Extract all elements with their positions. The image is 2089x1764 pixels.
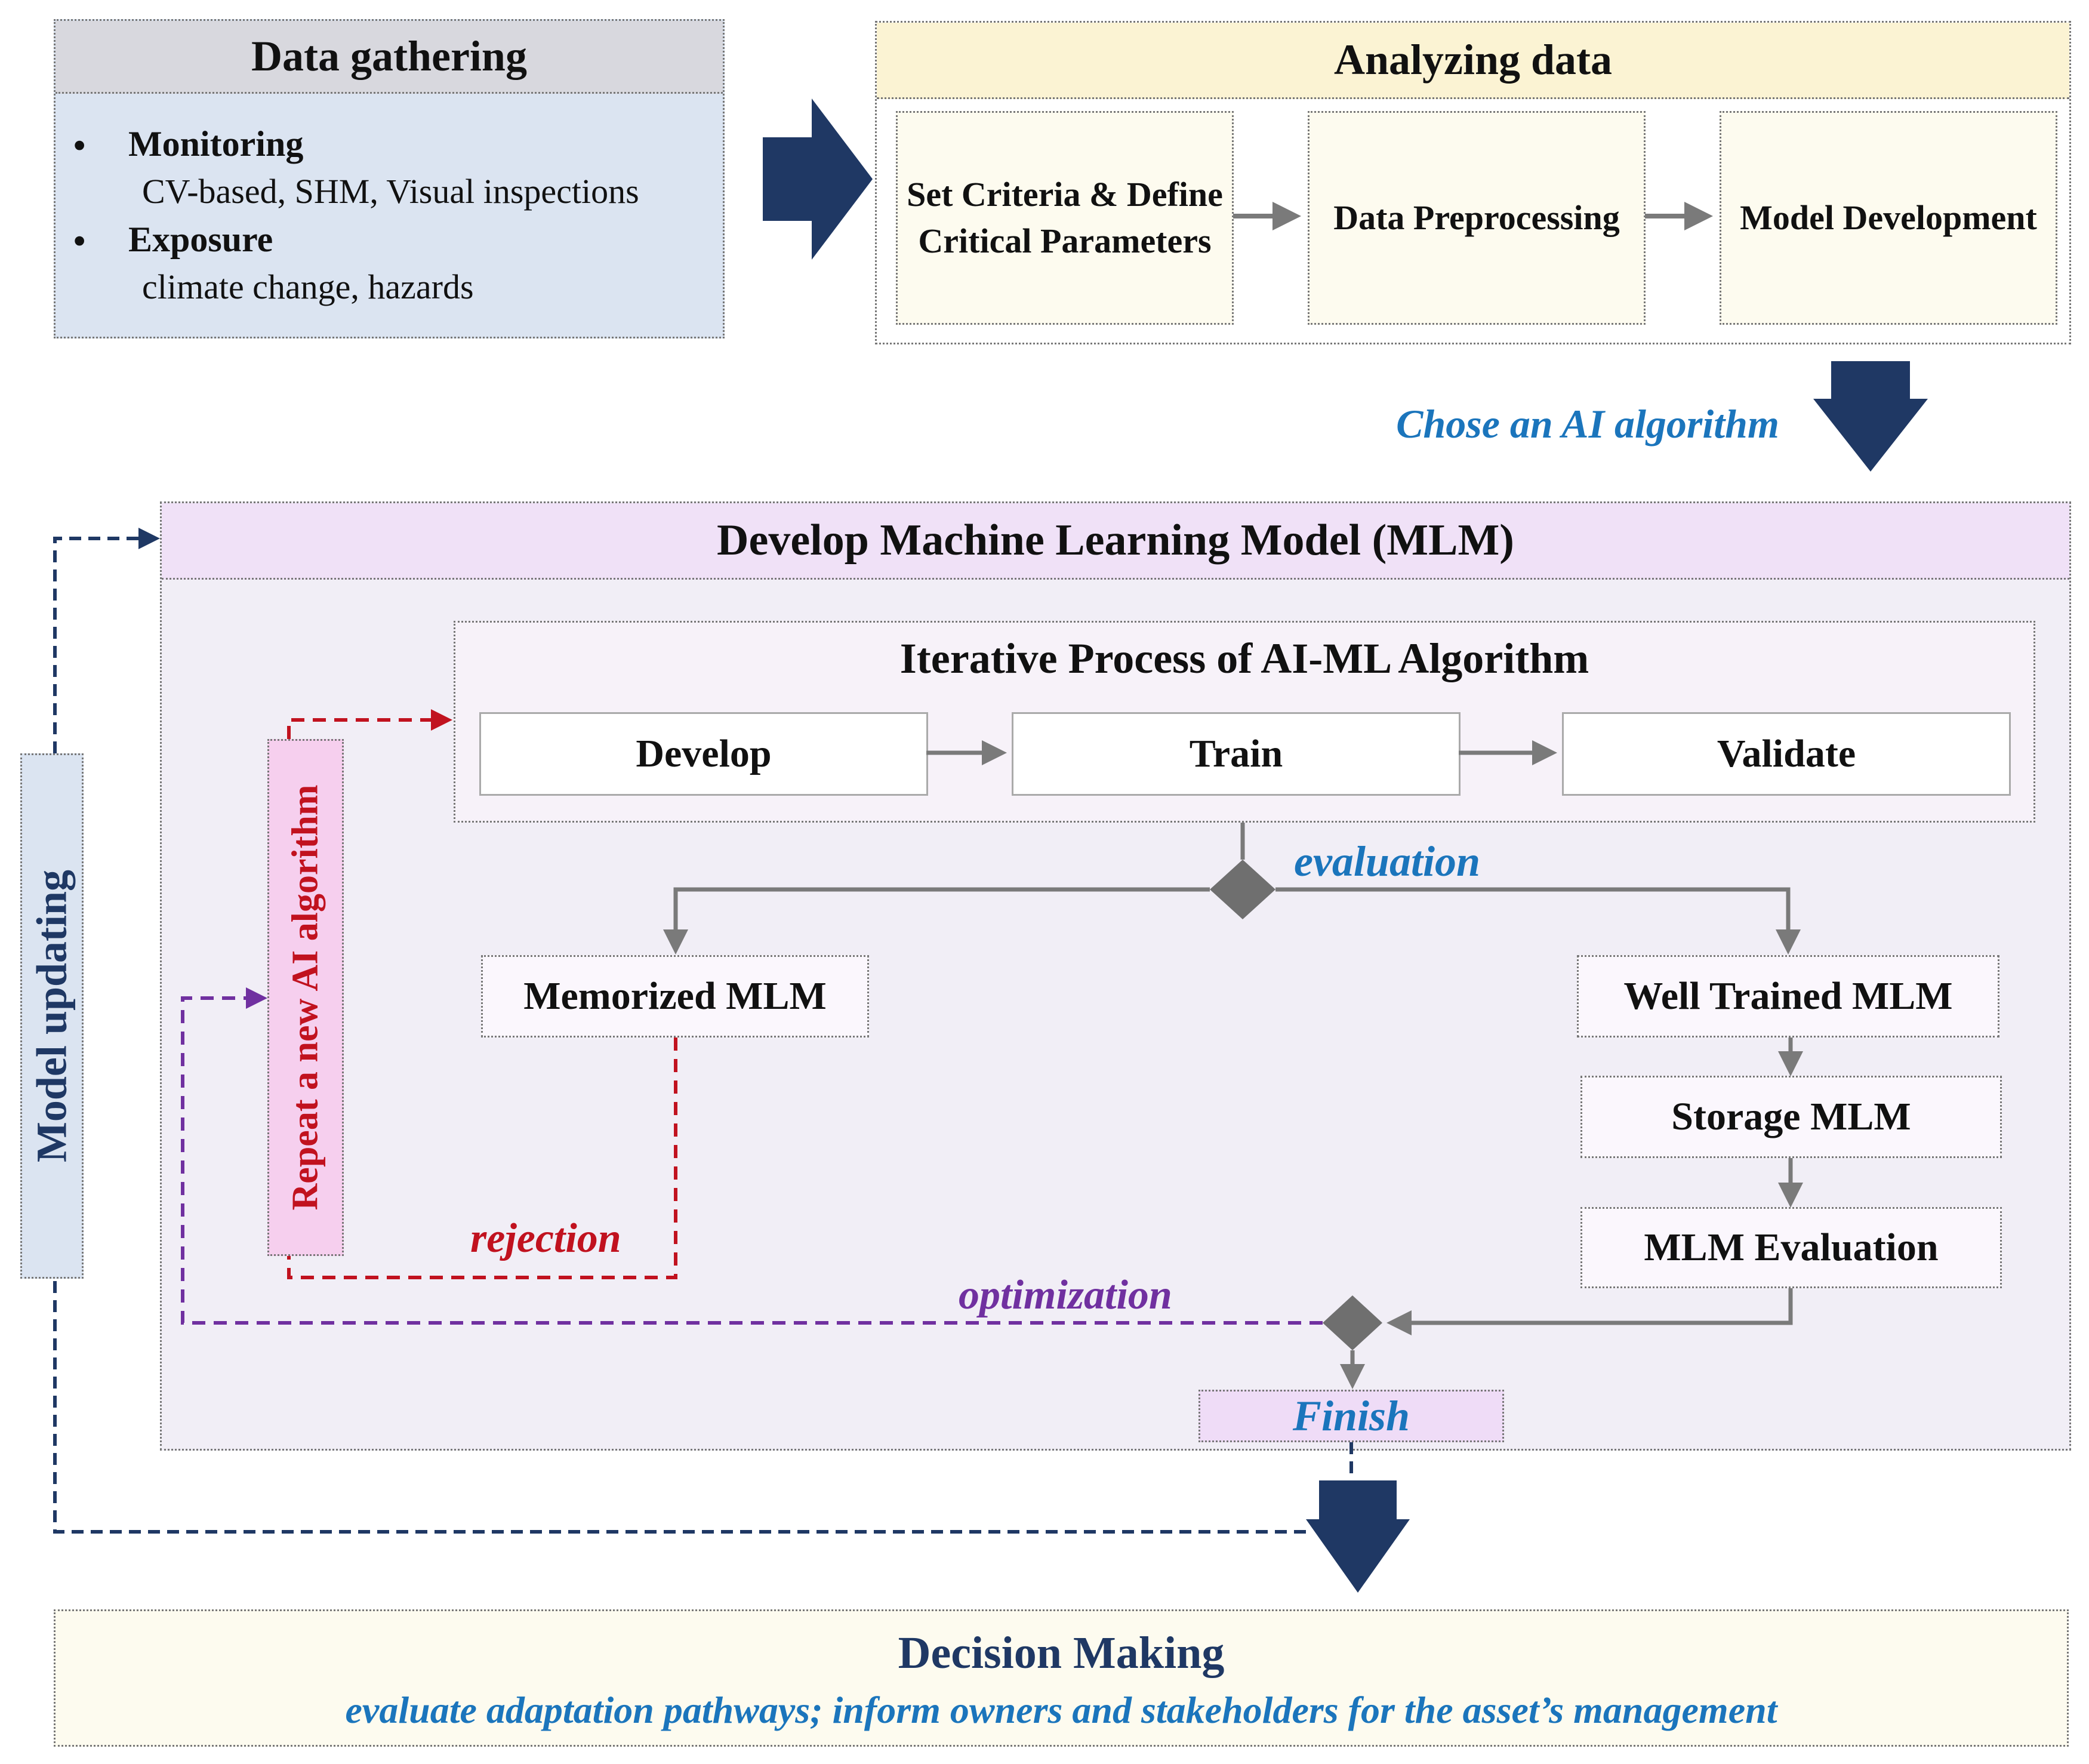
optimization-label: optimization bbox=[959, 1272, 1172, 1318]
model-updating-box: Model updating bbox=[20, 753, 84, 1279]
iterative-process-title: Iterative Process of AI-ML Algorithm bbox=[899, 634, 1589, 682]
evaluation-diamond bbox=[1210, 860, 1275, 919]
storage-mlm-box: Storage MLM bbox=[1580, 1076, 2002, 1158]
arrow-eval-to-diamond bbox=[1386, 1288, 1793, 1335]
memorized-mlm-box: Memorized MLM bbox=[481, 955, 869, 1038]
iterative-process-box: Iterative Process of AI-ML Algorithm Dev… bbox=[454, 621, 2035, 823]
develop-mlm-title: Develop Machine Learning Model (MLM) bbox=[162, 503, 2069, 580]
rejection-connector bbox=[287, 1038, 677, 1279]
choose-algorithm-label: Chose an AI algorithm bbox=[1396, 401, 1779, 447]
monitoring-label: Monitoring bbox=[128, 124, 304, 164]
finish-box: Finish bbox=[1198, 1390, 1504, 1442]
decision-making-box: Decision Making evaluate adaptation path… bbox=[54, 1609, 2069, 1747]
monitoring-detail: CV-based, SHM, Visual inspections bbox=[142, 172, 639, 211]
model-development-box: Model Development bbox=[1720, 111, 2057, 325]
arrow-to-well-trained bbox=[1275, 887, 1801, 955]
evaluation-label: evaluation bbox=[1294, 838, 1481, 885]
exposure-label: Exposure bbox=[128, 220, 273, 259]
repeat-algorithm-box: Repeat a new AI algorithm bbox=[267, 739, 344, 1256]
develop-step: Develop bbox=[479, 712, 928, 796]
data-preprocessing-box: Data Preprocessing bbox=[1308, 111, 1646, 325]
set-criteria-box: Set Criteria & Define Critical Parameter… bbox=[896, 111, 1234, 325]
rejection-label: rejection bbox=[470, 1215, 621, 1261]
block-arrow-down-decision bbox=[1306, 1480, 1410, 1593]
validate-step: Validate bbox=[1562, 712, 2011, 796]
data-gathering-box: Data gathering • Monitoring CV-based, SH… bbox=[54, 19, 725, 338]
block-arrow-down bbox=[1813, 361, 1928, 472]
arrow-to-memorized bbox=[663, 887, 1210, 955]
decision-making-subtitle: evaluate adaptation pathways; inform own… bbox=[345, 1689, 1777, 1731]
optimization-diamond bbox=[1323, 1295, 1382, 1350]
mlm-evaluation-box: MLM Evaluation bbox=[1580, 1207, 2002, 1288]
train-step: Train bbox=[1012, 712, 1461, 796]
exposure-detail: climate change, hazards bbox=[142, 267, 474, 306]
bullet-marker: • bbox=[73, 126, 86, 165]
analyzing-data-title: Analyzing data bbox=[877, 23, 2069, 99]
decision-making-title: Decision Making bbox=[898, 1627, 1225, 1678]
bullet-marker: • bbox=[73, 221, 86, 260]
data-gathering-title: Data gathering bbox=[56, 21, 723, 94]
well-trained-mlm-box: Well Trained MLM bbox=[1577, 955, 1999, 1038]
model-updating-loop-top bbox=[53, 528, 160, 753]
block-arrow-right bbox=[763, 98, 873, 260]
optimization-connector bbox=[181, 987, 1323, 1325]
repeat-to-iterative-connector bbox=[287, 709, 452, 739]
model-updating-loop-bottom bbox=[53, 1279, 1306, 1534]
analyzing-data-box: Analyzing data Set Criteria & Define Cri… bbox=[875, 21, 2071, 344]
